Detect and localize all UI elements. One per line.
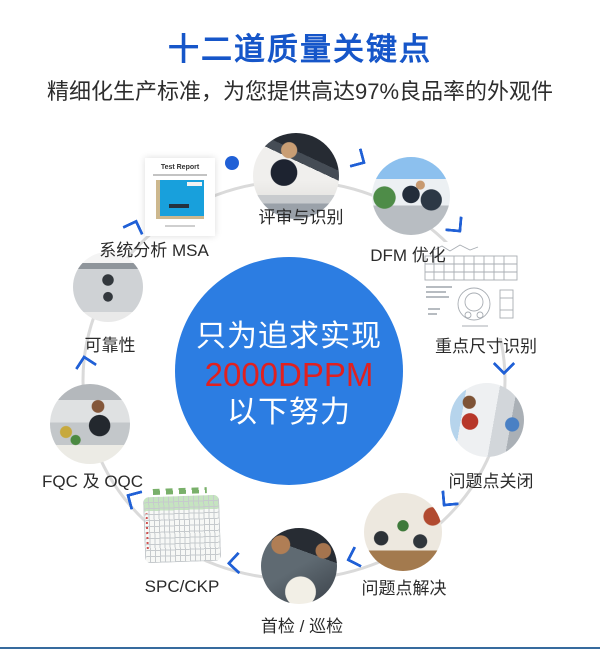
page-title: 十二道质量关键点 bbox=[168, 32, 432, 67]
center-goal-line1: 只为追求实现 bbox=[196, 320, 382, 354]
photo-dimension-measuring bbox=[450, 383, 524, 457]
step-label-issue-solve: 问题点解决 bbox=[361, 579, 447, 598]
photo-fqc-oqc bbox=[50, 384, 130, 464]
spc-control-chart bbox=[142, 487, 222, 566]
page-subtitle: 精细化生产标准，为您提供高达97%良品率的外观件 bbox=[46, 79, 554, 104]
engineering-drawing bbox=[422, 242, 522, 338]
step-label-reliability: 可靠性 bbox=[84, 336, 136, 355]
step-label-spc-ckp: SPC/CKP bbox=[144, 577, 220, 596]
spc-chart-grid bbox=[142, 494, 222, 564]
test-report-photo-sample bbox=[169, 204, 189, 208]
photo-issue-meeting bbox=[364, 493, 442, 571]
photo-dfm-optimization bbox=[372, 157, 450, 235]
flow-arrow-4-icon bbox=[441, 489, 459, 507]
center-goal-circle: 只为追求实现 2000DPPM 以下努力 bbox=[175, 257, 403, 485]
step-label-key-dimension: 重点尺寸识别 bbox=[435, 337, 537, 356]
bottom-divider-bar bbox=[0, 647, 600, 649]
flow-arrow-2-icon bbox=[445, 215, 463, 233]
photo-review-identify bbox=[253, 133, 339, 219]
step-label-first-patrol: 首检 / 巡检 bbox=[260, 617, 344, 636]
spc-chart-header-text bbox=[152, 487, 207, 495]
photo-first-inspection bbox=[261, 528, 337, 604]
center-goal-dppm: 2000DPPM bbox=[204, 356, 374, 394]
step-label-issue-close: 问题点关闭 bbox=[448, 472, 534, 491]
test-report-title: Test Report bbox=[160, 164, 200, 171]
test-report-meta-line bbox=[153, 174, 207, 176]
step-label-review: 评审与识别 bbox=[258, 208, 344, 227]
center-goal-line3: 以下努力 bbox=[227, 395, 351, 429]
flow-start-dot bbox=[225, 156, 239, 170]
photo-reliability-chamber bbox=[73, 252, 143, 322]
step-label-msa: 系统分析 MSA bbox=[99, 241, 209, 260]
test-report-photo bbox=[156, 180, 204, 219]
test-report-caption-line bbox=[165, 225, 195, 227]
test-report-photo-tag bbox=[187, 182, 202, 186]
step-label-fqc-oqc: FQC 及 OQC bbox=[42, 472, 144, 491]
step-label-dfm: DFM 优化 bbox=[370, 246, 446, 265]
test-report-document: Test Report bbox=[145, 158, 215, 236]
